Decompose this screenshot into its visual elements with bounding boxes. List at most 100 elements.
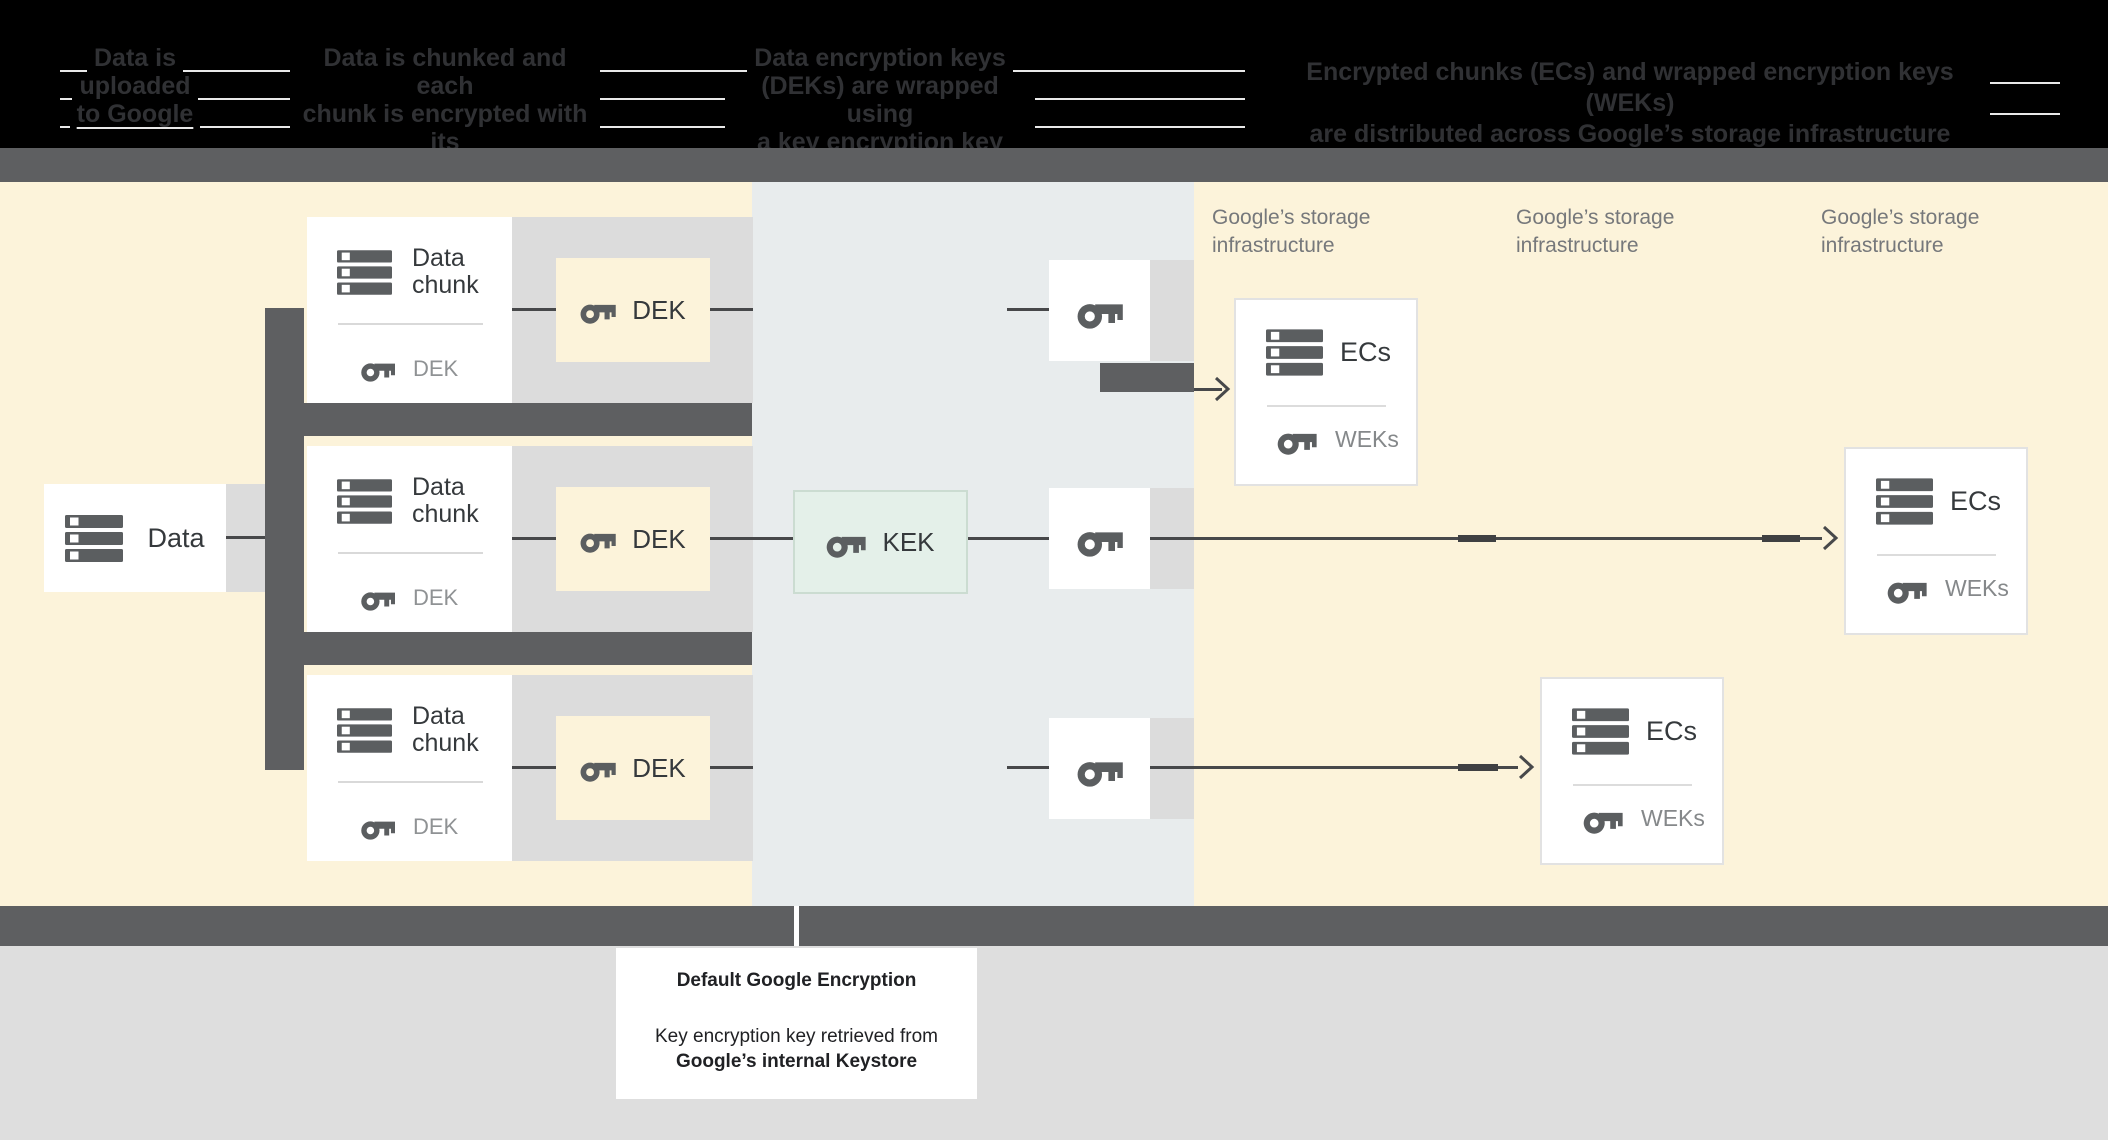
dek-chip-label: DEK (413, 813, 459, 839)
top-divider-bar (0, 148, 2108, 182)
server-icon (1876, 478, 1933, 525)
ecs-header: ECs (1266, 329, 1391, 376)
connector-line (1194, 388, 1222, 391)
bottom-divider-bar (0, 906, 2108, 946)
row-connector-bar (265, 403, 752, 436)
header-baseline-rule (60, 126, 1245, 128)
ecs-label: ECs (1340, 337, 1392, 367)
ecs-header: ECs (1876, 478, 2001, 525)
ecs-divider (1573, 784, 1692, 786)
key-icon (580, 525, 616, 553)
connector-line (710, 308, 753, 311)
wrap-key-box (1049, 488, 1150, 589)
dek-label: DEK (632, 752, 686, 783)
connector-line (512, 766, 556, 769)
chunk-dek-chip: DEK (361, 584, 458, 611)
caption-line-bold: Google’s internal Keystore (675, 1051, 918, 1072)
connector-line (752, 537, 793, 540)
arrowhead-icon (1212, 376, 1232, 402)
header-band: Data is uploaded to Google Data is chunk… (0, 0, 2108, 212)
header-step-1: Data is uploaded to Google (25, 44, 245, 128)
header-line: chunk is encrypted with its (290, 100, 600, 156)
header-step-4: Encrypted chunks (ECs) and wrapped encry… (1270, 57, 1990, 150)
header-line: uploaded (72, 72, 198, 100)
header-baseline-rule (60, 98, 1245, 100)
server-icon (337, 479, 392, 524)
connector-line (710, 537, 753, 540)
weks-chip: WEKs (1887, 573, 2009, 604)
wrap-key-box (1049, 718, 1150, 819)
ecs-divider (1877, 554, 1996, 556)
connector-line (1007, 308, 1049, 311)
caption-line: Key encryption key retrieved from (654, 1026, 938, 1047)
key-icon (1077, 751, 1123, 787)
header-line: Data is (87, 44, 183, 72)
ecs-label: ECs (1646, 716, 1698, 746)
data-label: Data (147, 522, 205, 553)
connector-line (710, 766, 753, 769)
chunk-dek-chip: DEK (361, 355, 458, 382)
server-icon (337, 250, 392, 295)
connector-line (512, 308, 556, 311)
weks-label: WEKs (1945, 575, 2009, 601)
weks-chip: WEKs (1277, 424, 1399, 455)
underlined-term: to Google (69, 100, 201, 128)
header-baseline-rule (60, 70, 1245, 72)
header-line: Data encryption keys (747, 44, 1013, 72)
arrow-dash (1458, 764, 1498, 771)
dek-chip-label: DEK (413, 355, 459, 381)
caption-box: Default Google Encryption Key encryption… (616, 948, 977, 1099)
arrowhead-icon (1516, 754, 1536, 780)
dek-label: DEK (632, 523, 686, 554)
ecs-box: ECs WEKs (1844, 447, 2028, 635)
header-line: Data is chunked and each (290, 44, 600, 100)
kek-label: KEK (882, 526, 935, 557)
chunk-divider (338, 552, 483, 554)
connector-line (1007, 766, 1049, 769)
chunk-divider (338, 781, 483, 783)
dek-label: DEK (632, 294, 686, 325)
key-box-shadow (1150, 260, 1194, 361)
dek-chip-label: DEK (413, 584, 459, 610)
weks-label: WEKs (1641, 805, 1705, 831)
key-icon (361, 813, 395, 840)
server-icon (337, 708, 392, 753)
server-icon (1572, 708, 1629, 755)
server-icon (65, 515, 123, 562)
key-icon (826, 527, 866, 558)
ecs-header: ECs (1572, 708, 1697, 755)
header-line: Encrypted chunks (ECs) and wrapped encry… (1270, 57, 1990, 119)
connector-line (968, 537, 1049, 540)
server-icon (1266, 329, 1323, 376)
caption-body: Key encryption key retrieved from Google… (616, 1024, 977, 1074)
key-icon (1583, 803, 1623, 834)
kek-box: KEK (793, 490, 968, 594)
header-step-3: Data encryption keys (DEKs) are wrapped … (725, 44, 1035, 184)
connector-line (1150, 766, 1518, 769)
dek-box: DEK (556, 258, 710, 362)
key-icon (1277, 424, 1317, 455)
dek-box: DEK (556, 487, 710, 591)
key-icon (361, 355, 395, 382)
key-icon (1077, 293, 1123, 329)
footer-band (0, 946, 2108, 1140)
arrow-dash (1762, 535, 1800, 542)
caption-anchor-notch (794, 906, 799, 946)
caption-title: Default Google Encryption (676, 970, 917, 991)
weks-chip: WEKs (1583, 803, 1705, 834)
ecs-box: ECs WEKs (1234, 298, 1418, 486)
data-box: Data (44, 484, 226, 592)
arrowhead-icon (1820, 525, 1840, 551)
connector-line (226, 536, 265, 539)
